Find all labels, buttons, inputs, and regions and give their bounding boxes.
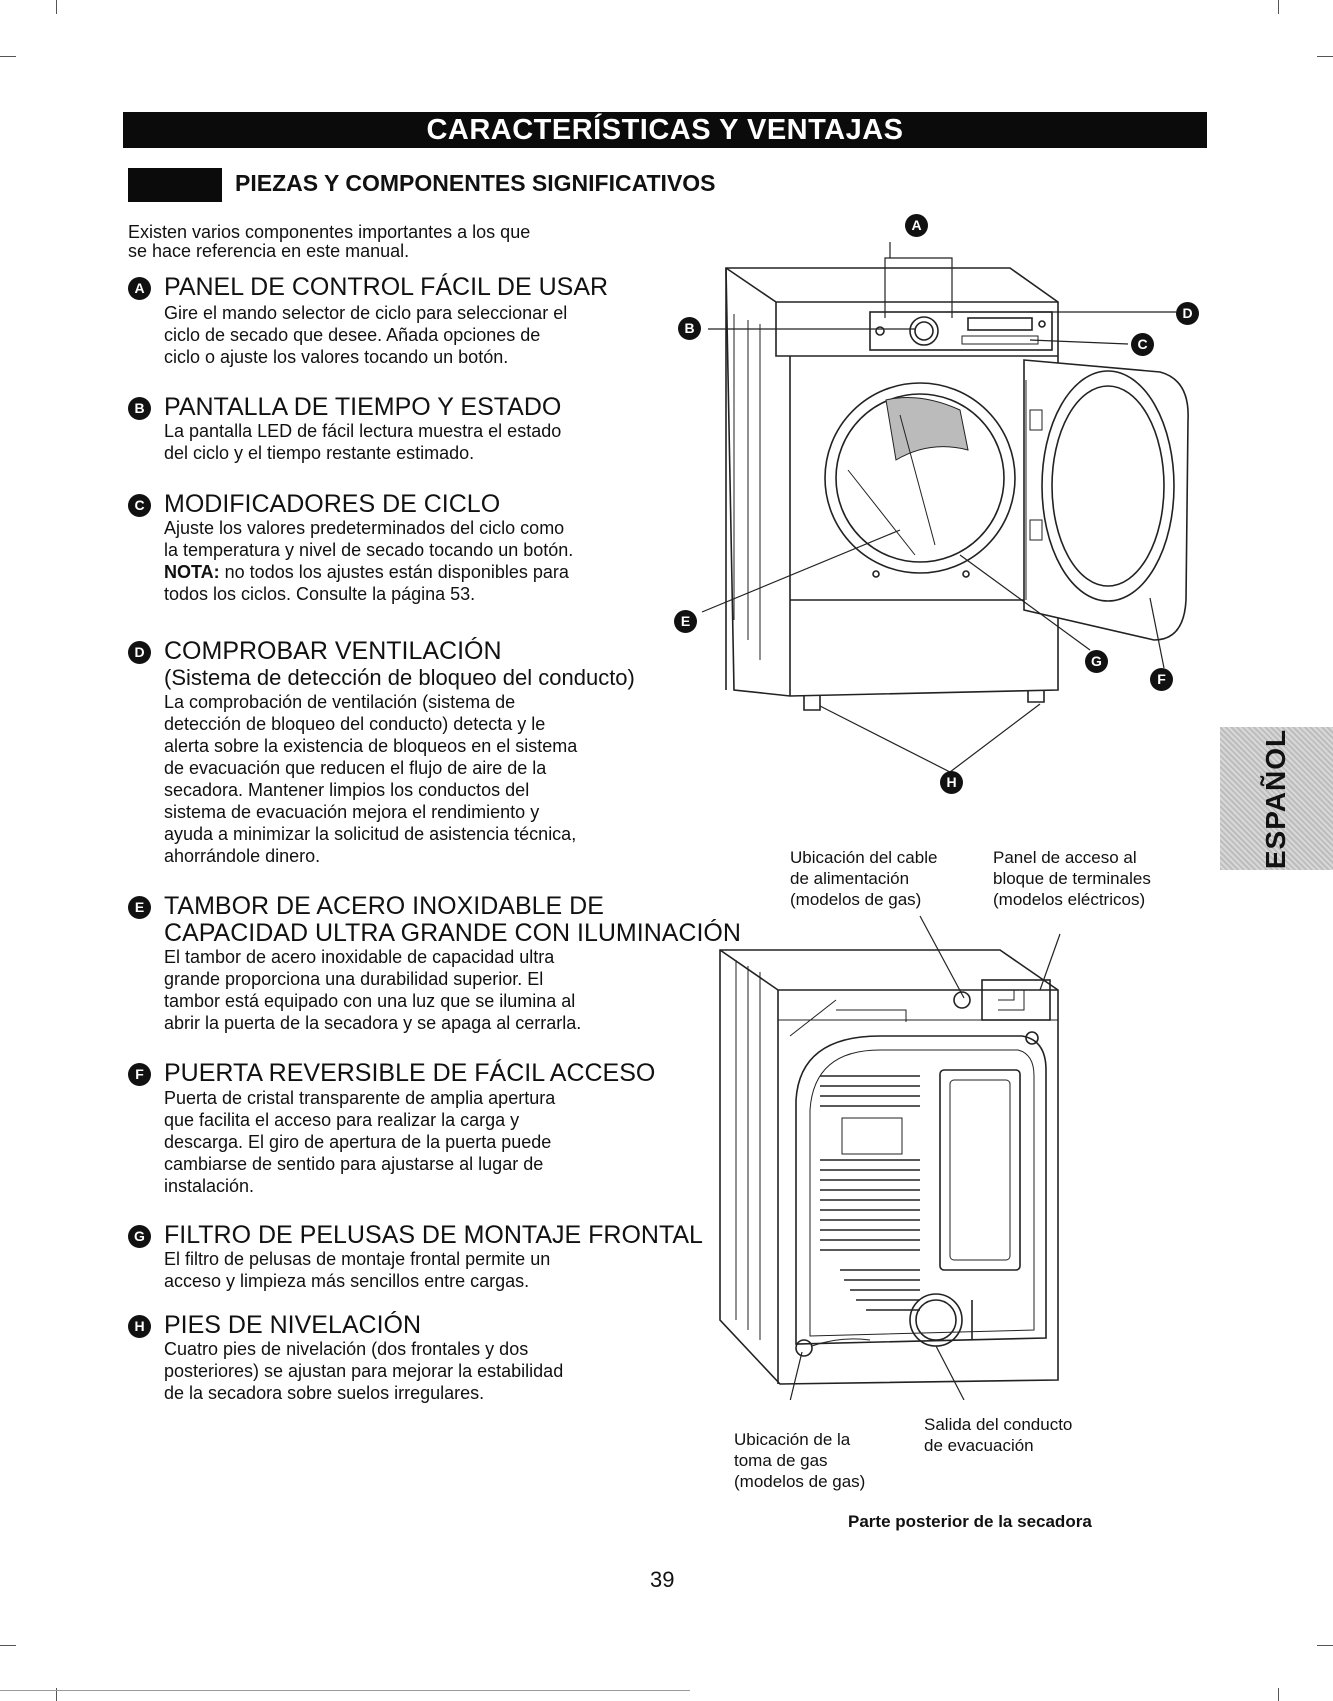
badge-c: C [128,494,151,517]
intro-line: se hace referencia en este manual. [128,241,410,261]
dryer-back-diagram [719,915,1061,1400]
feature-title: PANEL DE CONTROL FÁCIL DE USAR [164,273,609,301]
feature-title: COMPROBAR VENTILACIÓN [164,637,502,665]
language-tab-label: ESPAÑOL [1260,728,1291,870]
feature-title: PIES DE NIVELACIÓN [164,1311,422,1339]
feature-title-line2: CAPACIDAD ULTRA GRANDE CON ILUMINACIÓN [164,919,741,947]
callout-a: A [905,214,928,237]
feature-title: MODIFICADORES DE CICLO [164,490,501,518]
crop-mark [56,1688,57,1701]
back-diagram-title: Parte posterior de la secadora [848,1512,1092,1531]
callout-h: H [940,771,963,794]
section-title: PIEZAS Y COMPONENTES SIGNIFICATIVOS [235,170,716,196]
feature-desc: El tambor de acero inoxidable de capacid… [164,947,582,1033]
page-banner: CARACTERÍSTICAS Y VENTAJAS [123,112,1207,148]
badge-e: E [128,896,151,919]
badge-d: D [128,641,151,664]
bottom-rule [0,1690,690,1691]
crop-mark [1278,1688,1279,1701]
callout-g: G [1085,650,1108,673]
feature-desc: Gire el mando selector de ciclo para sel… [164,303,568,367]
callout-d: D [1176,302,1199,325]
intro-text: Existen varios componentes importantes a… [128,223,598,261]
note-label: NOTA: [164,562,220,582]
callout-b: B [678,317,701,340]
crop-mark [56,0,57,14]
badge-h: H [128,1315,151,1338]
feature-title: FILTRO DE PELUSAS DE MONTAJE FRONTAL [164,1221,703,1249]
feature-title: PANTALLA DE TIEMPO Y ESTADO [164,393,562,421]
feature-desc: Cuatro pies de nivelación (dos frontales… [164,1339,564,1403]
crop-mark [1317,1645,1333,1646]
feature-desc: La comprobación de ventilación (sistema … [164,692,578,866]
feature-desc: Ajuste los valores predeterminados del c… [164,518,574,604]
dryer-front-diagram [701,242,1189,773]
feature-title: PUERTA REVERSIBLE DE FÁCIL ACCESO [164,1059,656,1087]
badge-b: B [128,397,151,420]
intro-line: Existen varios componentes importantes a… [128,222,531,242]
callout-e: E [674,610,697,633]
section-marker [128,168,222,202]
callout-f: F [1150,668,1173,691]
feature-desc: La pantalla LED de fácil lectura muestra… [164,421,562,463]
crop-mark [1317,56,1333,57]
crop-mark [0,56,16,57]
feature-subtitle: (Sistema de detección de bloqueo del con… [164,665,635,690]
feature-title: TAMBOR DE ACERO INOXIDABLE DE [164,892,604,920]
page-number: 39 [650,1567,675,1592]
badge-g: G [128,1225,151,1248]
callout-c: C [1131,333,1154,356]
crop-mark [0,1645,16,1646]
language-tab: ESPAÑOL [1220,727,1333,870]
feature-desc: Puerta de cristal transparente de amplia… [164,1088,556,1196]
badge-f: F [128,1063,151,1086]
badge-a: A [128,277,151,300]
crop-mark [1278,0,1279,14]
feature-desc: El filtro de pelusas de montaje frontal … [164,1249,551,1291]
